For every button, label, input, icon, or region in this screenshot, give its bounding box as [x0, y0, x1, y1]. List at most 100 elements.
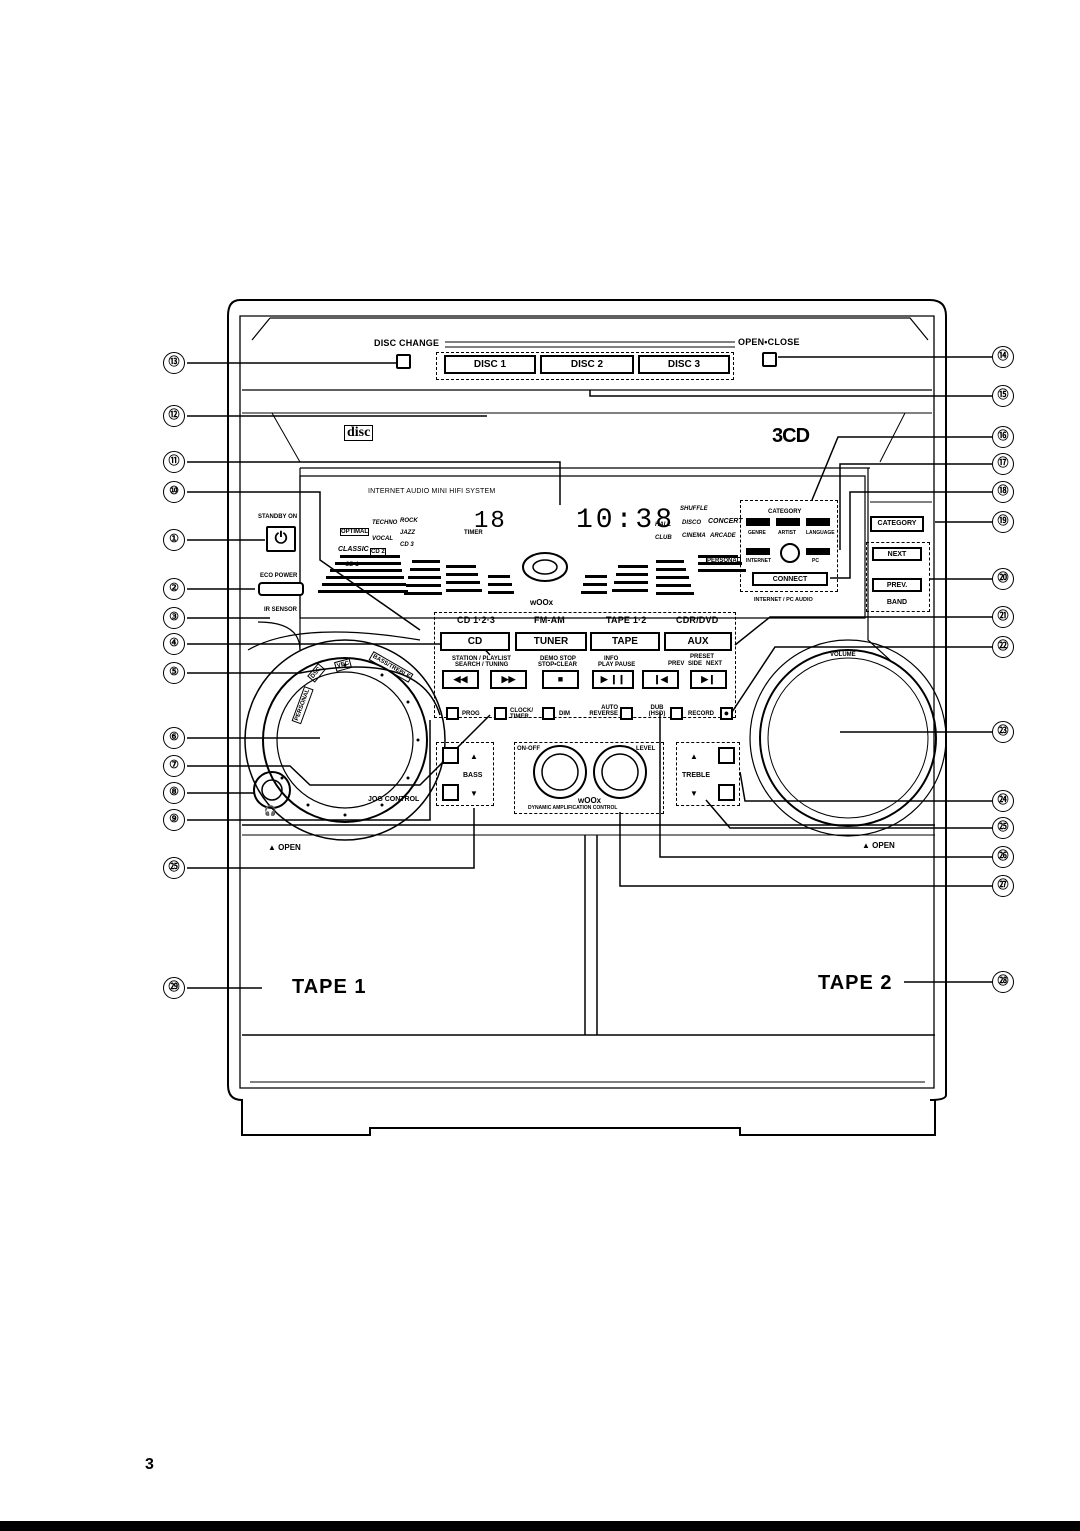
eco-power-button[interactable]	[258, 582, 304, 596]
prev-button[interactable]: PREV.	[872, 578, 922, 592]
headphone-jack[interactable]	[258, 776, 286, 804]
callout-13: ⑬	[163, 352, 185, 374]
category-indicator: CATEGORY	[768, 509, 802, 515]
callout-16: ⑯	[992, 426, 1014, 448]
dim-button[interactable]	[542, 707, 555, 720]
power-button[interactable]: ⏻	[266, 526, 296, 552]
side-label: SIDE	[688, 661, 703, 667]
volume-knob[interactable]	[770, 660, 926, 816]
dsp-cinema: CINEMA	[682, 533, 706, 539]
bass-up-icon: ▲	[470, 752, 478, 761]
bass-up-button[interactable]	[442, 747, 459, 764]
treble-up-button[interactable]	[718, 747, 735, 764]
headphone-icon: 🎧	[264, 806, 277, 817]
callout-15: ⑮	[992, 385, 1014, 407]
stop-button[interactable]: ■	[542, 670, 579, 689]
auto-reverse-button[interactable]	[620, 707, 633, 720]
woox-level-label: LEVEL	[636, 746, 656, 752]
cat-genre: GENRE	[748, 530, 766, 536]
tape-button[interactable]: TAPE	[590, 632, 660, 651]
rewind-button[interactable]: ◀◀	[442, 670, 479, 689]
eq-vocal: VOCAL	[372, 536, 393, 542]
prev-label: PREV	[668, 661, 685, 667]
woox-level-knob[interactable]	[594, 746, 646, 798]
open-close-label: OPEN•CLOSE	[738, 337, 800, 347]
power-icon: ⏻	[274, 530, 288, 547]
aux-button[interactable]: AUX	[664, 632, 732, 651]
callout-23: ㉓	[992, 721, 1014, 743]
cd-button[interactable]: CD	[440, 632, 510, 651]
dsp-hall: HALL	[655, 522, 671, 528]
callout-1: ①	[163, 529, 185, 551]
woox-logo: wOOx	[578, 796, 602, 805]
record-button[interactable]: ●	[720, 707, 733, 720]
internet-panel	[740, 500, 838, 592]
band-label: BAND	[872, 597, 922, 609]
prog-button[interactable]	[446, 707, 459, 720]
next-button[interactable]: NEXT	[872, 547, 922, 561]
open-close-button[interactable]	[762, 352, 777, 367]
disc-2-button[interactable]: DISC 2	[540, 355, 634, 374]
pc-indicator: PC	[812, 558, 819, 564]
connect-button[interactable]: CONNECT	[752, 572, 828, 586]
fm-am-label: FM-AM	[534, 615, 565, 625]
connect-globe-icon	[780, 543, 800, 563]
callout-28: ㉘	[992, 971, 1014, 993]
nav-buttons-group	[866, 542, 930, 612]
tape12-label: TAPE 1·2	[606, 615, 647, 625]
disc-change-label: DISC CHANGE	[374, 338, 440, 348]
three-cd-logo: 3CD	[772, 425, 810, 447]
dsp-club: CLUB	[655, 535, 672, 541]
display-clock: 10:38	[576, 505, 676, 536]
cat-artist: ARTIST	[778, 530, 797, 536]
dsp-concert: CONCERT	[708, 518, 743, 525]
fast-forward-button[interactable]: ▶▶	[490, 670, 527, 689]
disc-1-button[interactable]: DISC 1	[444, 355, 536, 374]
disc-3-button[interactable]: DISC 3	[638, 355, 730, 374]
dub-button[interactable]	[670, 707, 683, 720]
woox-on-off-knob[interactable]	[534, 746, 586, 798]
disc-buttons-group	[436, 352, 734, 380]
callout-11: ⑪	[163, 451, 185, 473]
treble-label: TREBLE	[682, 772, 710, 779]
volume-label: VOLUME	[830, 652, 856, 658]
clock-timer-label: CLOCK/ TIMER	[510, 708, 533, 720]
treble-down-button[interactable]	[718, 784, 735, 801]
play-pause-button[interactable]: ▶ ❙❙	[592, 670, 634, 689]
station-playlist-label: STATION / PLAYLIST	[452, 656, 511, 662]
eq-classic: CLASSIC	[338, 546, 369, 553]
dsp-arcade: ARCADE	[710, 533, 736, 539]
callout-25-left: ㉕	[163, 857, 185, 879]
callout-25-right: ㉕	[992, 817, 1014, 839]
bass-down-button[interactable]	[442, 784, 459, 801]
timer-indicator: TIMER	[464, 530, 483, 536]
tuner-button[interactable]: TUNER	[515, 632, 587, 651]
callout-24: ㉔	[992, 790, 1014, 812]
tape1-door[interactable]	[244, 838, 584, 1033]
eq-techno: TECHNO	[372, 520, 398, 526]
eco-power-label: ECO POWER	[260, 573, 298, 579]
clock-timer-button[interactable]	[494, 707, 507, 720]
bottom-bar	[0, 1521, 1080, 1531]
eq-rock: ROCK	[400, 518, 418, 524]
treble-down-icon: ▼	[690, 789, 698, 798]
cd123-label: CD 1·2·3	[457, 615, 496, 625]
dsp-disco: DISCO	[682, 520, 702, 526]
dub-label: DUB (HSD)	[648, 705, 666, 717]
disc-change-button[interactable]	[396, 354, 411, 369]
eq-optimal: OPTIMAL	[340, 528, 369, 536]
next-label: NEXT	[706, 661, 723, 667]
callout-18: ⑱	[992, 481, 1014, 503]
woox-group	[514, 742, 664, 814]
next-track-button[interactable]: ▶❙	[690, 670, 727, 689]
callout-12: ⑫	[163, 405, 185, 427]
tape2-door[interactable]	[598, 838, 932, 1033]
category-button[interactable]: CATEGORY	[870, 516, 924, 532]
cat-language: LANGUAGE	[806, 530, 835, 536]
eq-jazz: JAZZ	[400, 530, 415, 536]
jog-control-knob[interactable]	[308, 712, 386, 790]
callout-14: ⑭	[992, 346, 1014, 368]
callout-8: ⑧	[163, 782, 185, 804]
cdr-dvd-label: CDR/DVD	[676, 615, 719, 625]
prev-track-button[interactable]: ❙◀	[642, 670, 679, 689]
